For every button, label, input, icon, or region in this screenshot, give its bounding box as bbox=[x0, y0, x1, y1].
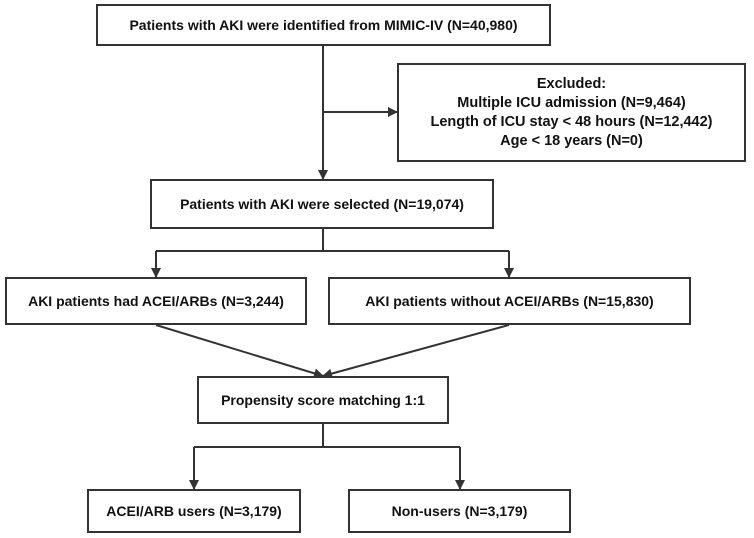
arrow-without-acei-to-psm bbox=[322, 324, 510, 379]
node-selected-label: Patients with AKI were selected (N=19,07… bbox=[180, 195, 464, 212]
node-with-acei-label: AKI patients had ACEI/ARBs (N=3,244) bbox=[28, 292, 284, 309]
node-psm: Propensity score matching 1:1 bbox=[197, 376, 449, 424]
node-selected: Patients with AKI were selected (N=19,07… bbox=[150, 179, 494, 229]
excluded-line-age: Age < 18 years (N=0) bbox=[500, 132, 643, 149]
node-users: ACEI/ARB users (N=3,179) bbox=[87, 489, 301, 533]
node-users-label: ACEI/ARB users (N=3,179) bbox=[106, 502, 282, 519]
excluded-line-multiple-icu: Multiple ICU admission (N=9,464) bbox=[457, 94, 686, 111]
node-non-users: Non-users (N=3,179) bbox=[348, 489, 571, 533]
node-psm-label: Propensity score matching 1:1 bbox=[221, 391, 425, 408]
node-excluded: Excluded: Multiple ICU admission (N=9,46… bbox=[397, 63, 746, 162]
arrow-with-acei-to-psm bbox=[155, 324, 324, 379]
node-identified: Patients with AKI were identified from M… bbox=[96, 4, 551, 46]
node-without-acei-label: AKI patients without ACEI/ARBs (N=15,830… bbox=[365, 292, 654, 309]
node-with-acei: AKI patients had ACEI/ARBs (N=3,244) bbox=[5, 277, 307, 325]
excluded-line-icu-stay: Length of ICU stay < 48 hours (N=12,442) bbox=[430, 113, 713, 130]
node-identified-label: Patients with AKI were identified from M… bbox=[129, 16, 518, 33]
node-non-users-label: Non-users (N=3,179) bbox=[391, 502, 528, 519]
node-without-acei: AKI patients without ACEI/ARBs (N=15,830… bbox=[328, 277, 691, 325]
excluded-title: Excluded: bbox=[536, 75, 607, 92]
